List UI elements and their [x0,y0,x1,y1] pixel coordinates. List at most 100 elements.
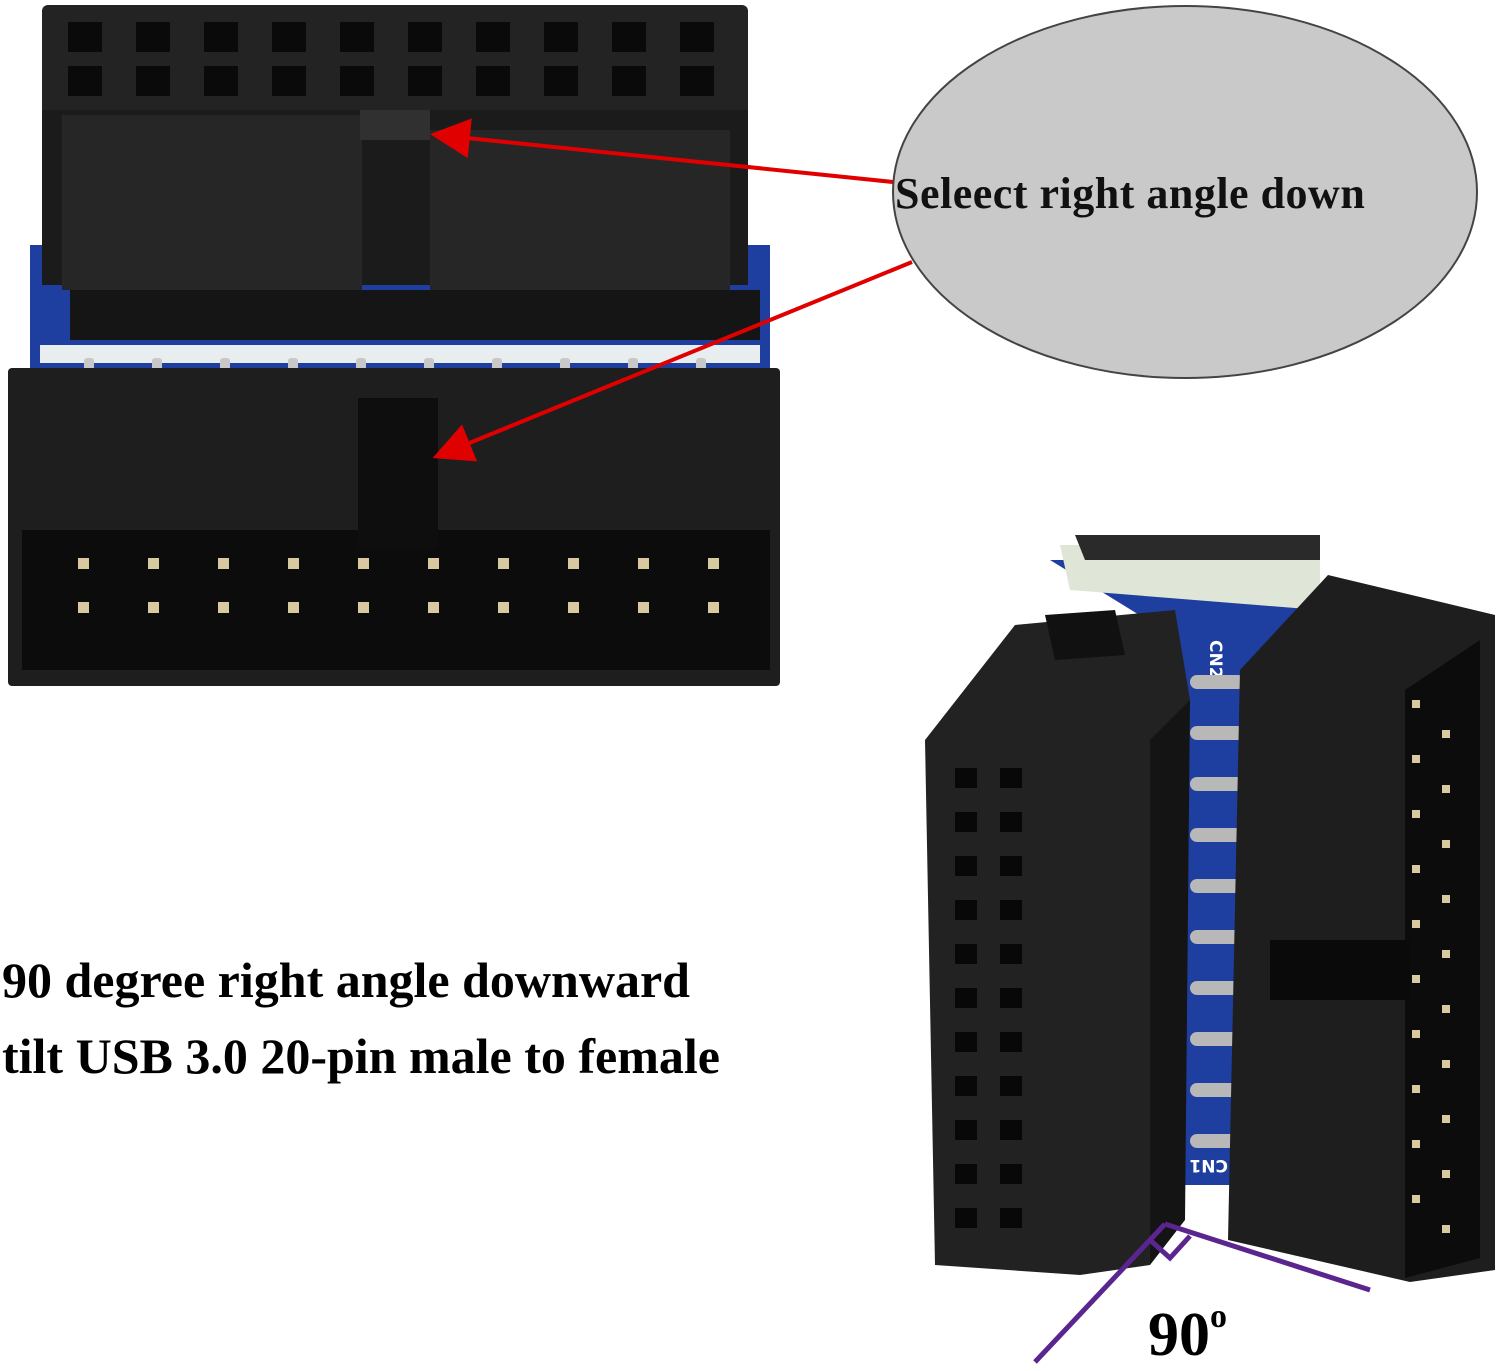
key-slot-angled [1045,610,1125,660]
angled-adapter: CN2 CN1 [925,535,1495,1364]
socket-hole [136,22,170,52]
pin-tip [1412,975,1420,983]
socket-hole [1000,1164,1022,1184]
socket-hole [680,66,714,96]
socket-hole [1000,944,1022,964]
pin-tip [1442,1005,1450,1013]
pin-cavity-angled [1405,640,1480,1278]
pin-tip [1412,920,1420,928]
callout-bubble [892,5,1478,379]
socket-hole [955,1120,977,1140]
pin-tip [78,602,89,613]
pin-tip [288,558,299,569]
socket-hole [955,988,977,1008]
caption-line-2: tilt USB 3.0 20-pin male to female [2,1028,720,1084]
male-pin-grid-angled [1412,700,1450,1233]
caption-line-1: 90 degree right angle downward [2,952,690,1008]
socket-hole [544,22,578,52]
pin [1190,930,1245,944]
socket-hole [68,66,102,96]
socket-hole [1000,856,1022,876]
male-box-header [8,368,780,686]
pin-tip [1412,700,1420,708]
angle-value: 90 [1148,1301,1210,1369]
socket-hole [272,22,306,52]
angle-unit: o [1210,1298,1227,1336]
pin-tip [1442,1060,1450,1068]
female-header-angled [925,610,1190,1275]
socket-hole [1000,1208,1022,1228]
socket-hole [204,66,238,96]
socket-hole [408,66,442,96]
socket-hole [612,22,646,52]
angle-indicator [1033,1221,1371,1364]
male-pin-grid [78,558,719,613]
pin-tip [1442,730,1450,738]
pin [1190,777,1245,791]
pin-tip [428,602,439,613]
socket-hole [1000,812,1022,832]
pin-tip [568,602,579,613]
pin [1190,726,1245,740]
product-caption: 90 degree right angle downward tilt USB … [2,942,922,1094]
socket-hole [612,66,646,96]
socket-hole [476,66,510,96]
male-header-angled [1228,575,1495,1282]
pin-tip [428,558,439,569]
pin-tip [148,558,159,569]
polarity-key [358,398,438,548]
socket-grid-angled [955,768,1022,1228]
pin-tip [148,602,159,613]
socket-hole [408,22,442,52]
socket-hole [476,22,510,52]
socket-hole [1000,1076,1022,1096]
socket-hole [955,900,977,920]
pin-tip [1412,1140,1420,1148]
pin-tip [638,602,649,613]
socket-hole [1000,900,1022,920]
socket-hole [340,66,374,96]
pin-tip [1442,950,1450,958]
socket-hole [955,1032,977,1052]
pin-tip [358,558,369,569]
pin [1190,1032,1245,1046]
angle-label: 90o [1148,1298,1227,1371]
pin-tip [78,558,89,569]
socket-hole [136,66,170,96]
pin-cavity [22,530,770,670]
pin-tip [708,602,719,613]
socket-hole [1000,1120,1022,1140]
key-slot [360,110,430,140]
pin-tip [498,558,509,569]
socket-hole [955,1076,977,1096]
socket-hole [955,944,977,964]
pin-tip [1412,1195,1420,1203]
callout-text: Seleect right angle down [895,169,1366,218]
pin [1190,879,1245,893]
pin-tip [1412,755,1420,763]
pin-tip [1442,1170,1450,1178]
pin-tip [1442,840,1450,848]
pin-tip [1442,895,1450,903]
female-header [42,5,760,340]
socket-hole [955,856,977,876]
pin-tip [708,558,719,569]
pcb-label-cn2: CN2 [1205,640,1225,679]
socket-hole [272,66,306,96]
arrow-to-polarity-key [432,260,913,462]
socket-hole [955,1164,977,1184]
pin-tip [218,602,229,613]
pin-tip [1442,785,1450,793]
socket-hole [955,812,977,832]
socket-hole [1000,1032,1022,1052]
pin-tip [1412,1085,1420,1093]
socket-hole [204,22,238,52]
pin-tip [568,558,579,569]
socket-hole [955,768,977,788]
pin [1190,828,1245,842]
pin-tip [358,602,369,613]
pin [1190,981,1245,995]
polarity-key-angled [1270,940,1410,1000]
pin-tip [1412,1030,1420,1038]
